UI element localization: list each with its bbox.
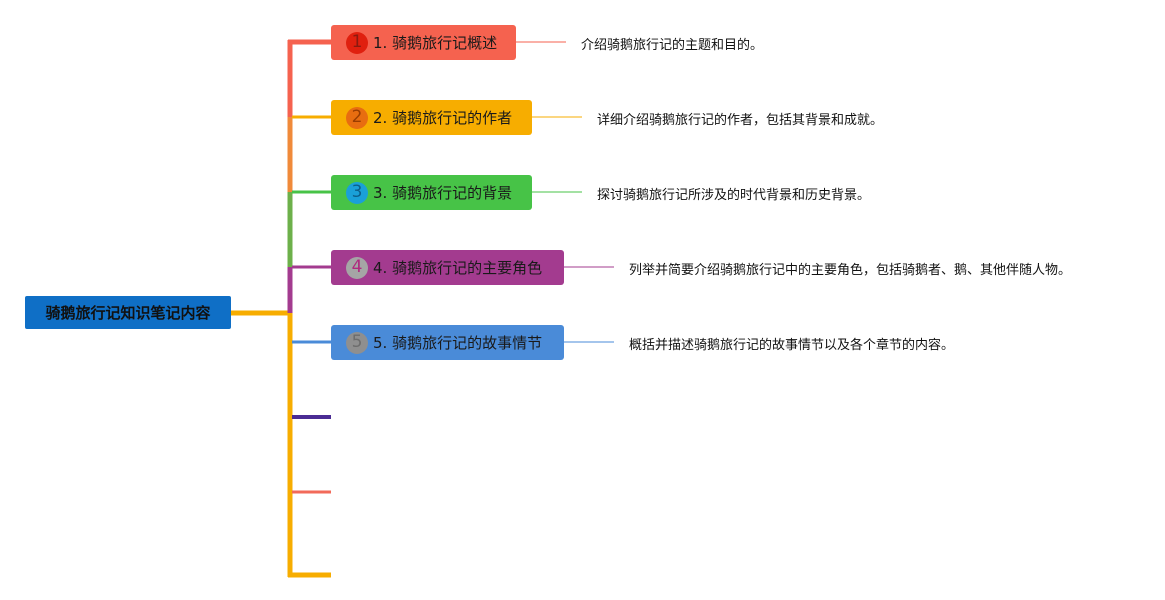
topic-5[interactable]: 5 5. 骑鹅旅行记的故事情节 <box>331 325 564 360</box>
number-badge-2-icon: 2 <box>346 106 368 129</box>
topic-3-label: 3. 骑鹅旅行记的背景 <box>373 184 513 202</box>
root-topic-label: 骑鹅旅行记知识笔记内容 <box>45 304 211 322</box>
topic-1-label: 1. 骑鹅旅行记概述 <box>373 34 498 52</box>
topic-2[interactable]: 2 2. 骑鹅旅行记的作者 <box>331 100 532 135</box>
number-badge-1-icon: 1 <box>346 31 368 54</box>
note-1: 介绍骑鹅旅行记的主题和目的。 <box>581 38 764 53</box>
number-badge-5-icon: 5 <box>346 331 368 354</box>
topic-2-label: 2. 骑鹅旅行记的作者 <box>373 109 513 127</box>
topic-4[interactable]: 4 4. 骑鹅旅行记的主要角色 <box>331 250 564 285</box>
topic-4-label: 4. 骑鹅旅行记的主要角色 <box>373 259 543 277</box>
topic-3[interactable]: 3 3. 骑鹅旅行记的背景 <box>331 175 532 210</box>
note-2: 详细介绍骑鹅旅行记的作者，包括其背景和成就。 <box>597 113 884 128</box>
number-badge-4-icon: 4 <box>346 256 368 279</box>
note-4: 列举并简要介绍骑鹅旅行记中的主要角色，包括骑鹅者、鹅、其他伴随人物。 <box>629 263 1072 278</box>
number-badge-3-icon: 3 <box>346 181 368 204</box>
note-3: 探讨骑鹅旅行记所涉及的时代背景和历史背景。 <box>597 188 871 203</box>
topic-5-label: 5. 骑鹅旅行记的故事情节 <box>373 334 543 352</box>
note-5: 概括并描述骑鹅旅行记的故事情节以及各个章节的内容。 <box>629 338 955 353</box>
topic-1[interactable]: 1 1. 骑鹅旅行记概述 <box>331 25 516 60</box>
root-topic[interactable]: 骑鹅旅行记知识笔记内容 <box>25 296 231 329</box>
